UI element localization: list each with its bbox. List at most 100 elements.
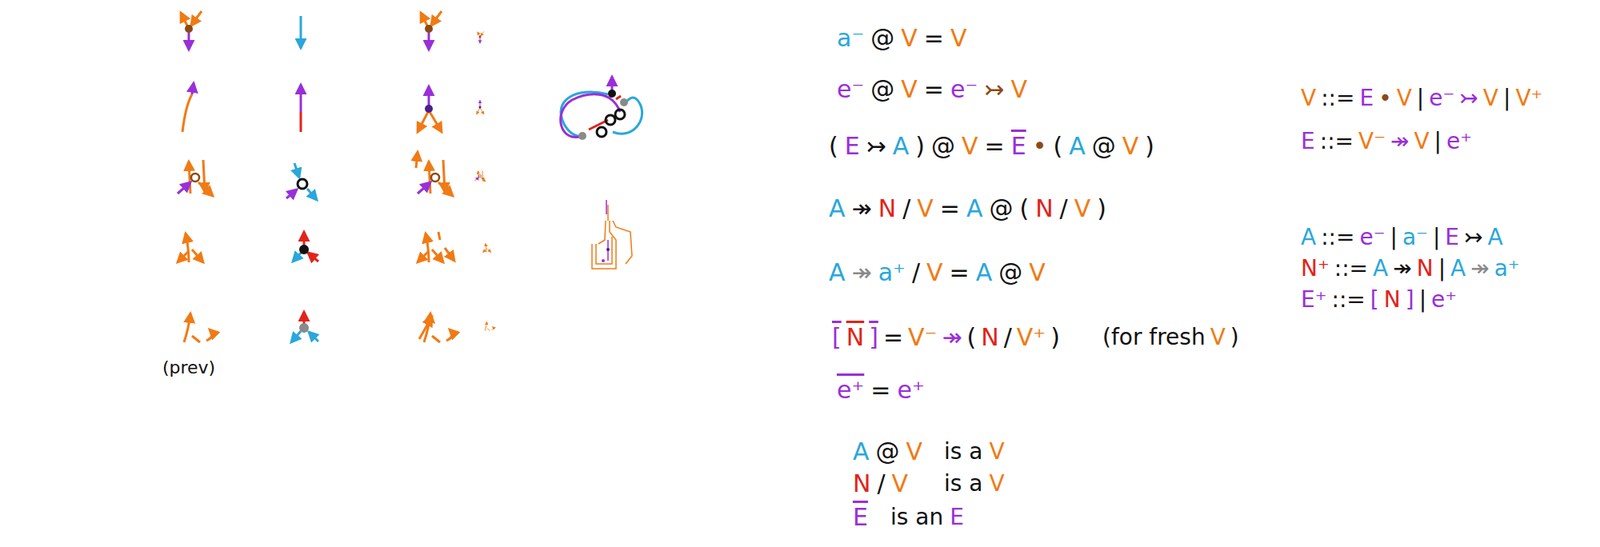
formula-token: ↠ <box>852 194 872 223</box>
formula-token: A <box>1300 224 1316 251</box>
formula-token: ::= <box>1334 255 1368 282</box>
formula-token: A <box>892 132 910 160</box>
formula-token: A <box>828 194 846 223</box>
formula-line: A↠a⁺/V=A@V <box>828 258 1046 287</box>
formula-token: @ <box>988 194 1013 223</box>
formula-line: A↠N/V=A@(N/V) <box>828 194 1107 223</box>
formula-token: e⁻ <box>950 75 978 104</box>
formula-token: A <box>1068 132 1086 160</box>
formula-token: = <box>949 258 970 287</box>
formula-token: ] <box>868 323 879 352</box>
formula-token: | <box>1419 286 1427 313</box>
formula-token: • <box>1378 84 1392 112</box>
formula-token: / <box>912 258 920 287</box>
formula-token: A <box>1487 224 1503 251</box>
formula-line: [N]=V⁻↠(N/V⁺) <box>832 323 1060 352</box>
formula-token: N <box>1416 255 1434 282</box>
formula-token: e⁻ <box>1428 84 1455 112</box>
formula-token: V <box>916 194 934 223</box>
formula-token: @ <box>876 437 900 466</box>
formula-line: V::=E•V|e⁻↣V|V⁺ <box>1300 84 1543 112</box>
formula-token: E <box>844 132 860 160</box>
formula-line: e⁻@V=e⁻↣V <box>836 75 1028 104</box>
formula-line: E⁺::=[N]|e⁺ <box>1300 286 1457 313</box>
formula-token: V⁺ <box>1016 323 1046 352</box>
formula-token: @ <box>870 75 895 104</box>
formula-token: V <box>900 75 918 104</box>
formula-token: E <box>852 503 868 532</box>
formula-token: a⁻ <box>1402 224 1428 251</box>
formula-token: V <box>1122 132 1140 160</box>
formula-token: ↣ <box>866 132 887 160</box>
formula-token: ↠ <box>1392 255 1412 282</box>
formula-token: ) <box>915 132 925 160</box>
caption-note: (prev) <box>162 357 216 378</box>
formula-token: | <box>1432 224 1440 251</box>
formula-token: | <box>1390 224 1398 251</box>
formula-token: ::= <box>1320 128 1354 155</box>
formula-token: | <box>1438 255 1446 282</box>
formula-token: V <box>1074 194 1092 223</box>
formula-token: a⁺ <box>878 258 906 287</box>
formula-token: V⁺ <box>1515 84 1543 112</box>
formula-token: e⁺ <box>836 376 864 404</box>
formula-line: is anE <box>890 504 964 531</box>
formula-token: V⁻ <box>1358 128 1386 155</box>
formula-token: N <box>980 323 999 352</box>
formula-token: ( <box>967 323 977 352</box>
formula-token: A <box>976 258 993 287</box>
formula-line: a⁻@V=V <box>836 24 967 52</box>
formula-token: V <box>926 258 944 287</box>
formula-token: V <box>961 132 979 160</box>
formula-token: ::= <box>1320 84 1355 112</box>
formula-token: is a <box>944 470 983 497</box>
formula-line: is aV <box>944 470 1005 497</box>
formula-token: E <box>949 504 964 531</box>
formula-token: | <box>1503 84 1511 112</box>
formula-token: N <box>1035 194 1053 223</box>
formula-line: E::=V⁻↠V|e⁺ <box>1300 128 1472 155</box>
formula-token: E <box>1011 132 1027 160</box>
formula-token: @ <box>870 24 895 52</box>
formula-token: V <box>1396 84 1412 112</box>
formula-token: = <box>924 24 944 52</box>
formula-token: ↠ <box>852 258 872 287</box>
formula-token: V⁻ <box>908 323 937 352</box>
formula-line: E <box>852 503 868 532</box>
formula-token: ↣ <box>1464 224 1483 251</box>
formula-token: V <box>950 24 968 52</box>
formula-token: V <box>900 24 918 52</box>
formula-token: • <box>1032 132 1048 160</box>
formula-token: / <box>876 469 885 498</box>
formula-token: N <box>852 469 871 498</box>
formula-token: V <box>892 469 909 498</box>
formula-line: N/V <box>852 469 908 498</box>
formula-token: V <box>906 437 924 466</box>
formula-token: ↠ <box>1390 128 1409 155</box>
formula-token: V <box>1010 75 1028 104</box>
formula-token: N <box>878 194 896 223</box>
formula-line: (for freshV) <box>1102 324 1240 351</box>
formula-token: / <box>1004 323 1012 352</box>
formula-token: is a <box>944 438 983 465</box>
formula-token: V <box>1210 324 1226 351</box>
formula-token: E <box>1444 224 1460 251</box>
formula-token: / <box>902 194 911 223</box>
formula-token: ::= <box>1320 224 1355 251</box>
formula-token: / <box>1060 194 1068 223</box>
formula-line: A::=e⁻|a⁻|E↣A <box>1300 224 1504 251</box>
formula-token: = <box>924 75 944 104</box>
formula-token: V <box>1483 84 1499 112</box>
formula-token: ↣ <box>984 75 1004 104</box>
formula-token: E⁺ <box>1300 286 1327 313</box>
formula-token: ( <box>1052 132 1063 160</box>
formula-token: | <box>1416 84 1424 112</box>
formula-token: A <box>1372 255 1388 282</box>
formula-token: e⁺ <box>1431 286 1457 313</box>
formula-token: = <box>984 132 1005 160</box>
formula-token: ) <box>1230 324 1240 351</box>
formula-token: V <box>1028 258 1046 287</box>
formula-token: (for fresh <box>1102 324 1206 351</box>
formula-token: = <box>940 194 960 223</box>
formula-token: A <box>966 194 984 223</box>
